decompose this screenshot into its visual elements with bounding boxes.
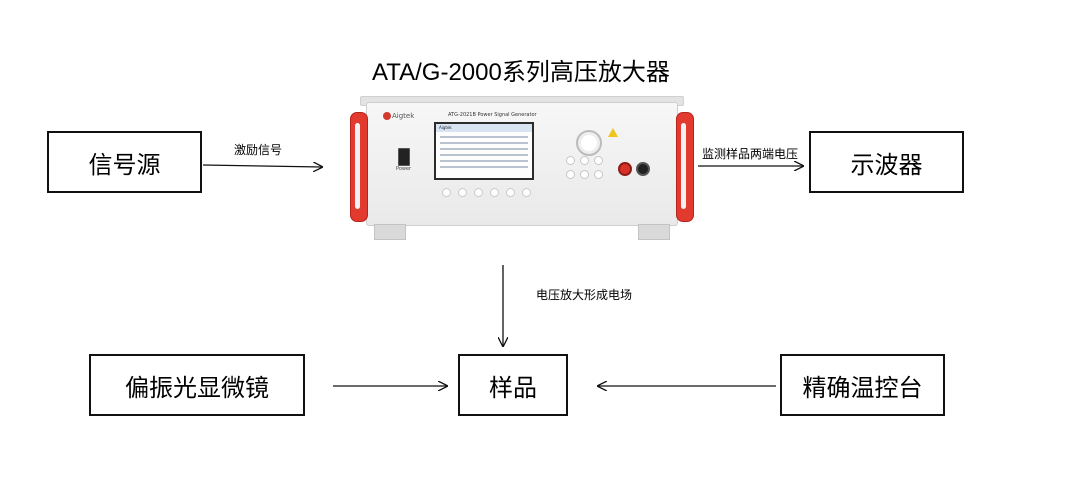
screen-header: Aigtek (436, 124, 532, 132)
sample-box: 样品 (458, 354, 568, 416)
oscilloscope-label: 示波器 (850, 150, 923, 179)
temperature-stage-box: 精确温控台 (780, 354, 945, 416)
device-brand: Aigtek (392, 112, 415, 120)
power-label: Power (396, 166, 412, 172)
amplifier-device-image: Aigtek ATG-2021B Power Signal Generator … (350, 92, 694, 244)
high-voltage-warning-icon (608, 128, 618, 137)
device-keypad (566, 156, 610, 186)
monitor-voltage-label: 监测样品两端电压 (702, 147, 799, 161)
device-model: ATG-2021B Power Signal Generator (448, 112, 537, 118)
signal-source-box: 信号源 (47, 131, 202, 193)
sample-label: 样品 (489, 373, 537, 402)
device-handle-right (676, 112, 694, 222)
output-jack-red-icon (618, 162, 632, 176)
brand-logo-icon (383, 112, 391, 120)
softkey-row (442, 188, 532, 197)
diagram-title: ATA/G-2000系列高压放大器 (372, 59, 670, 86)
device-screen: Aigtek (434, 122, 534, 180)
rotary-knob-icon (576, 130, 602, 156)
arrow-source-to-amplifier (202, 165, 322, 167)
signal-source-label: 信号源 (88, 150, 161, 179)
device-handle-left (350, 112, 368, 222)
device-foot-right (638, 224, 670, 240)
temperature-stage-label: 精确温控台 (802, 373, 923, 402)
device-foot-left (374, 224, 406, 240)
polarizing-microscope-box: 偏振光显微镜 (89, 354, 305, 416)
polarizing-microscope-label: 偏振光显微镜 (125, 373, 269, 402)
power-switch (398, 148, 410, 166)
oscilloscope-box: 示波器 (809, 131, 964, 193)
voltage-field-label: 电压放大形成电场 (536, 288, 633, 302)
output-jack-black-icon (636, 162, 650, 176)
excitation-signal-label: 激励信号 (234, 143, 283, 157)
